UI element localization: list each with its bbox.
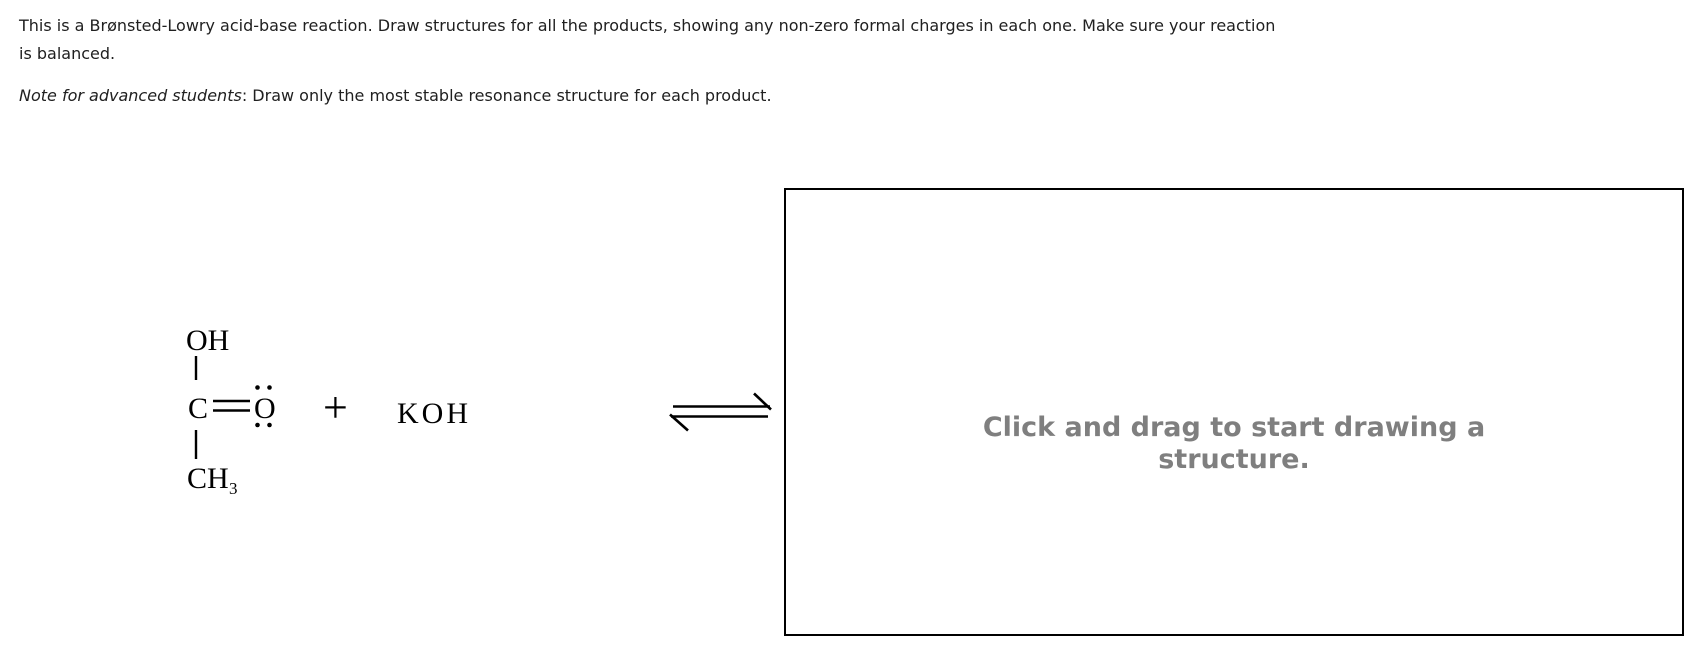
instruction-text: This is a Brønsted-Lowry acid-base react… <box>19 12 1679 68</box>
acetic-acid-structure: OH C O CH 3 <box>186 324 276 498</box>
koh-formula: KOH <box>397 397 471 430</box>
lone-pair-dot <box>255 385 260 390</box>
equilibrium-arrow-icon <box>669 392 772 432</box>
note-text: Note for advanced students: Draw only th… <box>19 82 1679 110</box>
problem-statement: This is a Brønsted-Lowry acid-base react… <box>19 12 1679 110</box>
lone-pair-dot <box>267 422 272 428</box>
structure-drawing-canvas[interactable]: Click and drag to start drawing a struct… <box>784 188 1684 636</box>
oxygen-label: O <box>254 392 276 425</box>
lone-pair-dot <box>267 385 272 390</box>
methyl-subscript: 3 <box>229 479 238 498</box>
instruction-line-1: This is a Brønsted-Lowry acid-base react… <box>19 16 1276 35</box>
instruction-line-2: is balanced. <box>19 44 116 63</box>
drawing-placeholder: Click and drag to start drawing a struct… <box>786 412 1682 476</box>
lone-pair-dot <box>255 422 260 428</box>
placeholder-line-2: structure. <box>1158 444 1310 475</box>
note-label: Note for advanced students <box>19 86 242 105</box>
hydroxyl-group-label: OH <box>186 324 229 357</box>
methyl-label: CH <box>187 462 229 495</box>
carbon-label: C <box>188 392 208 425</box>
plus-sign: + <box>323 383 348 432</box>
placeholder-line-1: Click and drag to start drawing a <box>982 412 1486 443</box>
note-body: : Draw only the most stable resonance st… <box>241 86 772 105</box>
